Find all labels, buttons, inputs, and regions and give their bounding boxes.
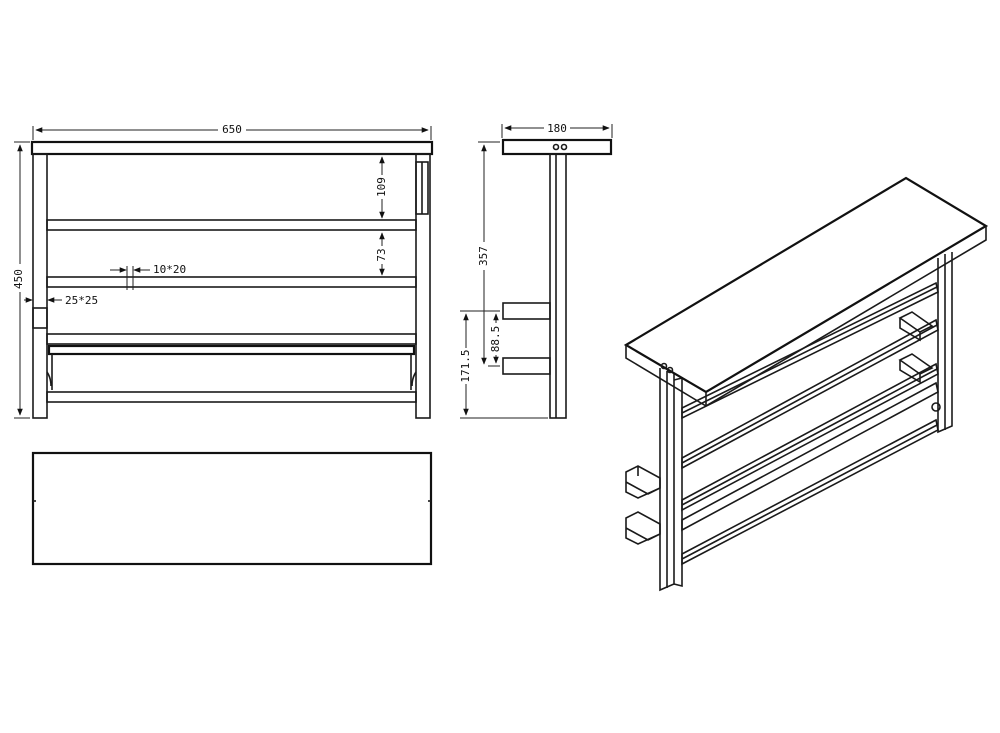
- iso-shelf-bar-5: [681, 418, 939, 566]
- iso-back-bracket-lower: [898, 353, 934, 384]
- side-upper-bracket: [502, 302, 551, 320]
- plan-outline: [31, 451, 433, 566]
- dim-mount-height: 357: [477, 246, 490, 266]
- front-shelf-bar-2: [46, 276, 417, 288]
- side-screw-1: [552, 143, 560, 151]
- isometric-view: [623, 176, 989, 592]
- side-screw-2: [560, 143, 568, 151]
- dim-shelf-gap-top: 109: [375, 177, 388, 197]
- side-lower-bracket: [502, 357, 551, 375]
- front-top-slab: [30, 140, 434, 156]
- side-post: [549, 153, 567, 419]
- side-top-slab: [501, 138, 613, 156]
- dim-overall-width: 650: [222, 123, 242, 136]
- front-left-block: [32, 307, 48, 329]
- dim-leg-section: 25*25: [65, 294, 98, 307]
- front-lower-rail: [47, 344, 416, 356]
- front-view: 650 450 109 73 10*20 25*25: [12, 122, 434, 419]
- iso-shelf-bar-4: [681, 381, 939, 532]
- dim-depth: 180: [547, 122, 567, 135]
- iso-front-bracket-lower: [625, 511, 661, 545]
- dim-bar-section: 10*20: [153, 263, 186, 276]
- dim-lower-bracket-height: 171.5: [459, 349, 472, 382]
- iso-back-bracket-upper: [898, 311, 934, 342]
- top-view: [31, 451, 433, 566]
- front-bottom-bar: [46, 391, 417, 403]
- iso-shelf-bar-3: [681, 362, 939, 512]
- dim-bracket-spacing: 88.5: [489, 326, 502, 353]
- dim-overall-height: 450: [12, 269, 25, 289]
- iso-shelf-bar-2: [681, 318, 939, 470]
- iso-shelf-bar-1: [681, 281, 939, 420]
- front-shelf-bar-3: [46, 333, 417, 345]
- side-view: 180 357 171.5 88.5: [459, 121, 613, 419]
- dim-shelf-gap-middle: 73: [375, 248, 388, 261]
- iso-front-bracket-upper: [625, 465, 661, 499]
- front-shelf-bar-1: [46, 219, 417, 231]
- front-left-leg: [32, 153, 48, 419]
